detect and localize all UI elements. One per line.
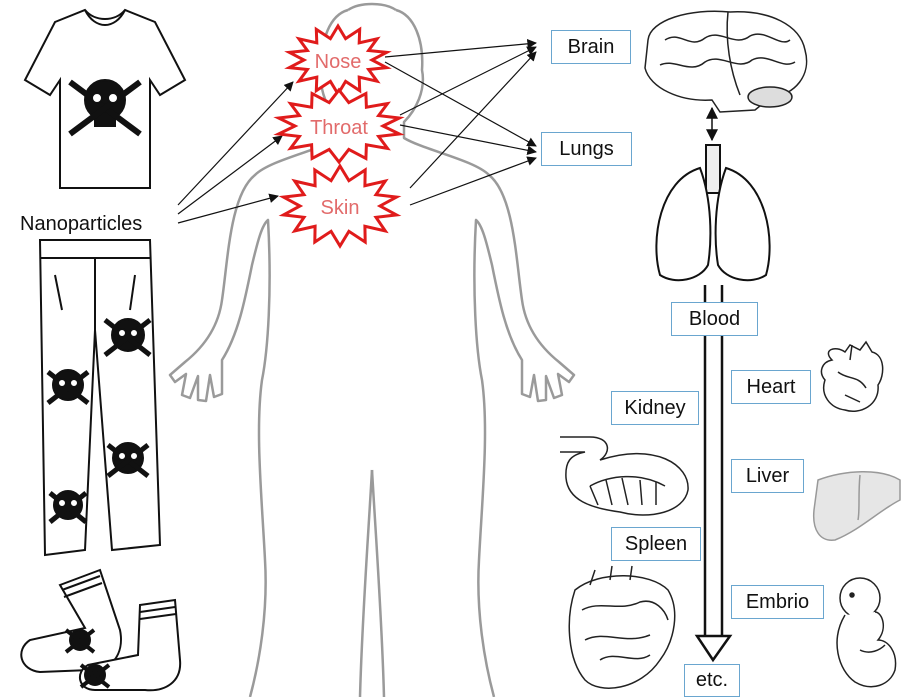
throat-label: Throat — [310, 117, 368, 139]
skin-label: Skin — [321, 197, 360, 219]
tshirt-illustration — [25, 10, 185, 188]
lungs-box: Lungs — [541, 132, 632, 166]
blood-flow-arrow — [697, 285, 730, 660]
spleen-illustration — [569, 566, 674, 688]
skull-icon-sock-1 — [66, 630, 94, 652]
pants-illustration — [40, 240, 160, 555]
skull-icon-pants-1 — [105, 319, 150, 355]
liver-box: Liver — [731, 459, 804, 493]
brain-illustration — [645, 11, 807, 112]
starburst-skin: Skin — [284, 166, 397, 246]
kidney-box: Kidney — [611, 391, 699, 425]
nanoparticles-label: Nanoparticles — [20, 213, 142, 236]
embryo-illustration — [837, 578, 895, 687]
starburst-nose: Nose — [289, 26, 386, 94]
heart-illustration — [821, 342, 882, 411]
arrows-entry-to-targets — [385, 43, 536, 205]
skull-icon-sock-2 — [81, 665, 109, 687]
blood-box: Blood — [671, 302, 758, 336]
kidney-illustration — [560, 437, 688, 515]
spleen-box: Spleen — [611, 527, 701, 561]
embrio-box: Embrio — [731, 585, 824, 619]
heart-box: Heart — [731, 370, 811, 404]
skull-icon-pants-4 — [50, 491, 86, 522]
lungs-illustration — [656, 145, 769, 280]
brain-box: Brain — [551, 30, 631, 64]
socks-illustration — [21, 570, 180, 690]
arrows-source-to-entry — [178, 82, 293, 223]
etc-box: etc. — [684, 664, 740, 697]
nose-label: Nose — [315, 51, 362, 73]
skull-icon-pants-2 — [48, 370, 88, 403]
liver-illustration — [814, 472, 900, 540]
skull-icon-pants-3 — [108, 443, 148, 476]
starburst-throat: Throat — [279, 90, 400, 162]
